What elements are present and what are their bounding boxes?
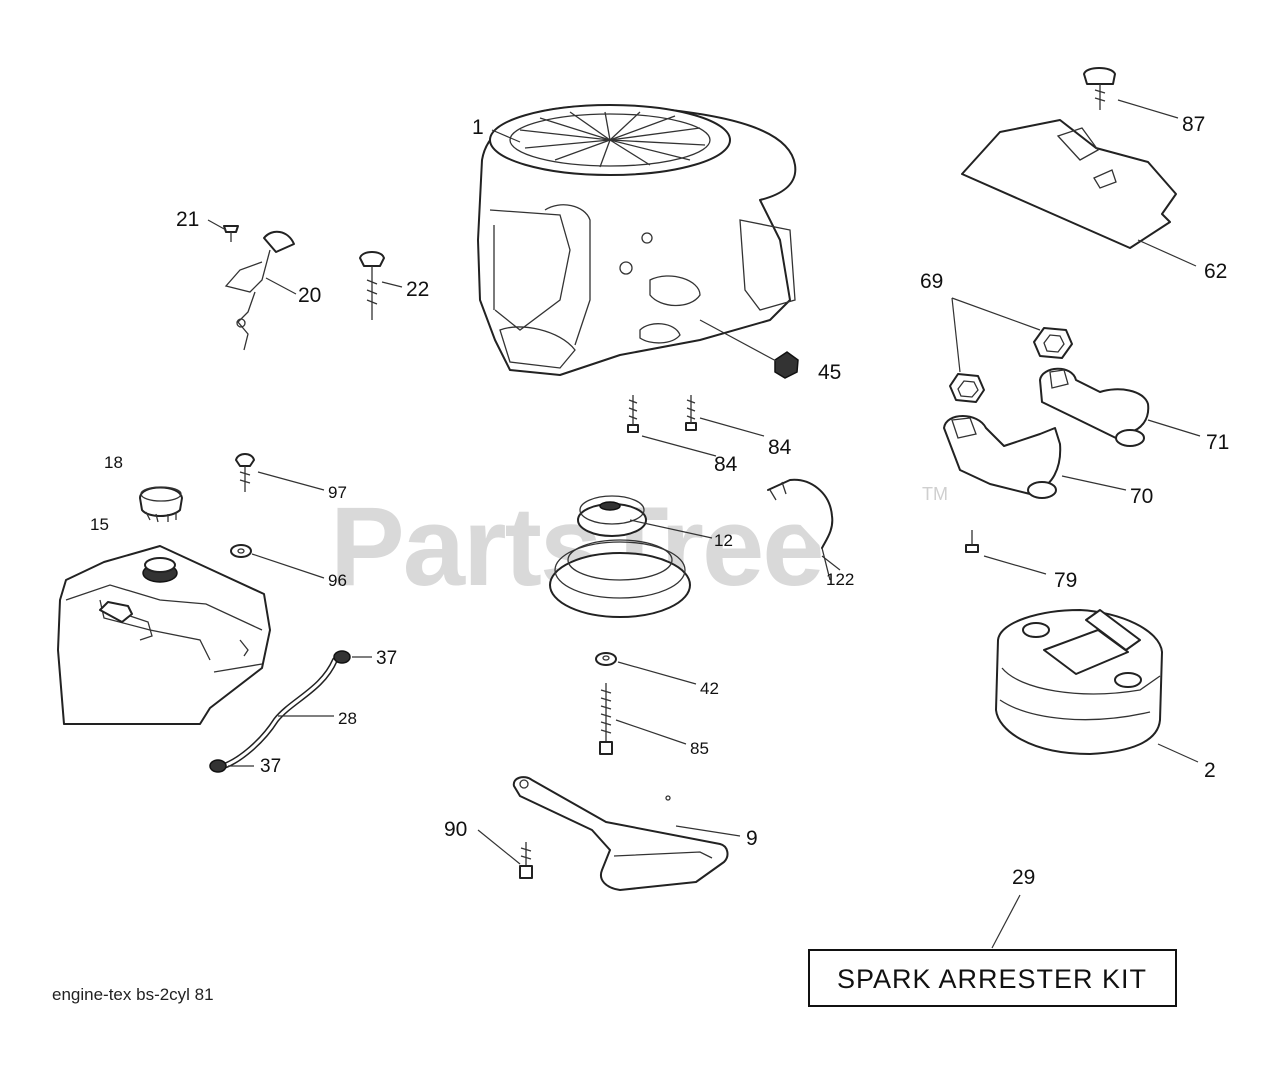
callout-97: 97: [328, 483, 347, 502]
fuel-tank-15-part: [57, 545, 271, 725]
callout-28: 28: [338, 709, 357, 728]
diagram-caption: engine-tex bs-2cyl 81: [52, 985, 214, 1004]
callout-69: 69: [920, 270, 943, 293]
callout-71: 71: [1206, 431, 1229, 454]
washer-96-part: [230, 544, 252, 558]
callout-37-bottom: 37: [260, 756, 281, 777]
fuel-cap-18-part: [139, 486, 183, 523]
callout-70: 70: [1130, 485, 1153, 508]
bolt-84-right-part: [685, 395, 697, 431]
engine-part: [477, 104, 797, 376]
leader-lines: [207, 99, 1201, 949]
callout-12: 12: [714, 531, 733, 550]
callout-84-left: 84: [714, 453, 738, 476]
throttle-cable-part: [224, 230, 295, 351]
callout-62: 62: [1204, 260, 1227, 283]
callout-9: 9: [746, 827, 758, 850]
heat-shield-62-part: [961, 119, 1177, 249]
callout-79: 79: [1054, 569, 1077, 592]
bolt-84-left-part: [627, 395, 639, 433]
nut-45-part: [774, 351, 799, 379]
callout-87: 87: [1182, 113, 1205, 136]
screw-21-part: [223, 225, 239, 242]
belt-guide-122-part: [767, 478, 834, 581]
callout-2: 2: [1204, 759, 1216, 782]
callout-96: 96: [328, 571, 347, 590]
exhaust-pipe-70-part: [943, 415, 1062, 499]
callout-18: 18: [104, 453, 123, 472]
dipstick-22-part: [359, 251, 385, 320]
gasket-69-part: [949, 327, 1073, 403]
callout-90: 90: [444, 818, 467, 841]
callout-15: 15: [90, 515, 109, 534]
watermark-trademark: TM: [922, 484, 948, 504]
bracket-9-part: [512, 776, 729, 891]
callout-29: 29: [1012, 866, 1035, 889]
clamp-37-bottom-part: [209, 759, 227, 773]
muffler-2-part: [995, 609, 1163, 755]
callout-45: 45: [818, 361, 841, 384]
callout-22: 22: [406, 278, 429, 301]
bolt-90-part: [519, 842, 533, 879]
washer-42-part: [595, 652, 617, 666]
callout-85: 85: [690, 739, 709, 758]
exhaust-pipe-71-part: [1039, 367, 1150, 447]
callout-122: 122: [826, 570, 854, 589]
fuel-line-28-part: [221, 657, 338, 769]
spark-arrester-kit-box: [808, 949, 1177, 1007]
callout-37-top: 37: [376, 648, 397, 669]
screw-97-part: [235, 453, 255, 492]
pulley-12-part: [549, 495, 691, 618]
screw-87-part: [1083, 67, 1116, 110]
callout-21: 21: [176, 208, 199, 231]
clamp-37-top-part: [333, 650, 351, 664]
bolt-79-part: [965, 530, 979, 553]
callout-84-right: 84: [768, 436, 792, 459]
bolt-85-part: [599, 683, 613, 755]
callout-20: 20: [298, 284, 321, 307]
callout-42: 42: [700, 679, 719, 698]
callout-1: 1: [472, 116, 484, 139]
spark-arrester-kit-label: SPARK ARRESTER KIT: [837, 964, 1147, 994]
